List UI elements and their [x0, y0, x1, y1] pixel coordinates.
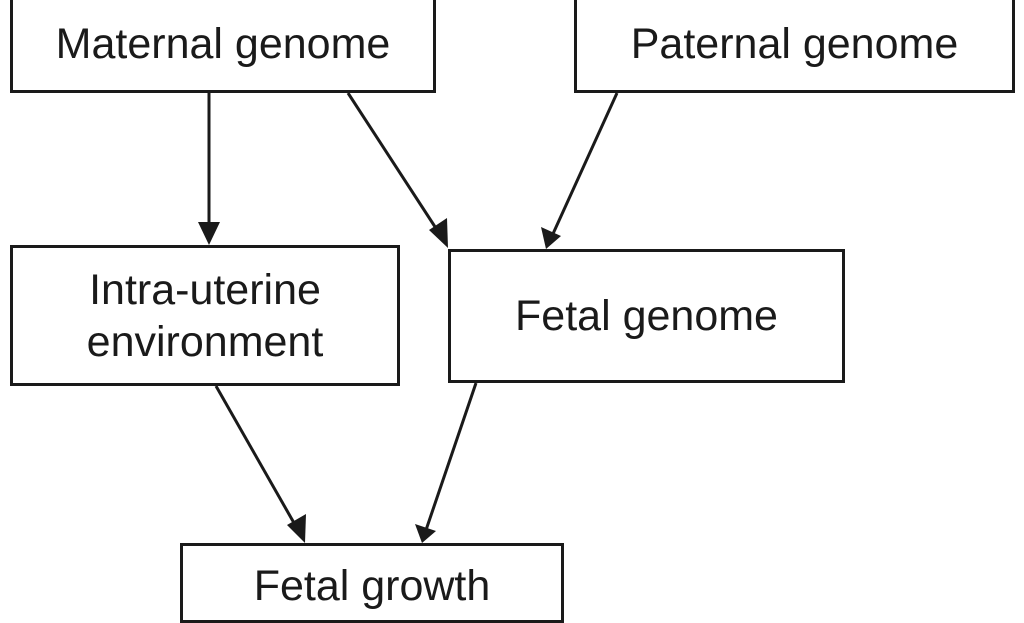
arrowhead-maternal-to-intrauterine	[198, 222, 220, 245]
genome-growth-diagram: Maternal genome Paternal genome Intra-ut…	[10, 0, 1015, 623]
arrowhead-paternal-to-fetal-genome	[541, 227, 561, 249]
intrauterine-environment-box: Intra-uterine environment	[10, 245, 400, 386]
arrow-maternal-to-fetal-genome	[346, 92, 443, 237]
intrauterine-label-line2: environment	[86, 317, 324, 366]
fetal-growth-box: Fetal growth	[180, 543, 564, 623]
maternal-genome-label: Maternal genome	[55, 19, 391, 68]
fetal-growth-label: Fetal growth	[253, 562, 491, 610]
arrowhead-maternal-to-fetal-genome	[429, 218, 448, 248]
arrow-fetal-genome-to-fetal-growth	[424, 382, 478, 531]
arrow-paternal-to-fetal-genome	[550, 92, 619, 237]
paternal-genome-label: Paternal genome	[630, 19, 959, 68]
paternal-genome-box: Paternal genome	[574, 0, 1015, 93]
intrauterine-label-line1: Intra-uterine	[89, 265, 321, 314]
diagram-arrows	[198, 92, 619, 543]
arrowhead-intrauterine-to-fetal-growth	[287, 514, 306, 543]
arrowhead-fetal-genome-to-fetal-growth	[415, 524, 436, 543]
fetal-genome-label: Fetal genome	[515, 292, 778, 340]
maternal-genome-box: Maternal genome	[10, 0, 436, 93]
fetal-genome-box: Fetal genome	[448, 249, 845, 383]
arrow-intrauterine-to-fetal-growth	[214, 385, 300, 531]
